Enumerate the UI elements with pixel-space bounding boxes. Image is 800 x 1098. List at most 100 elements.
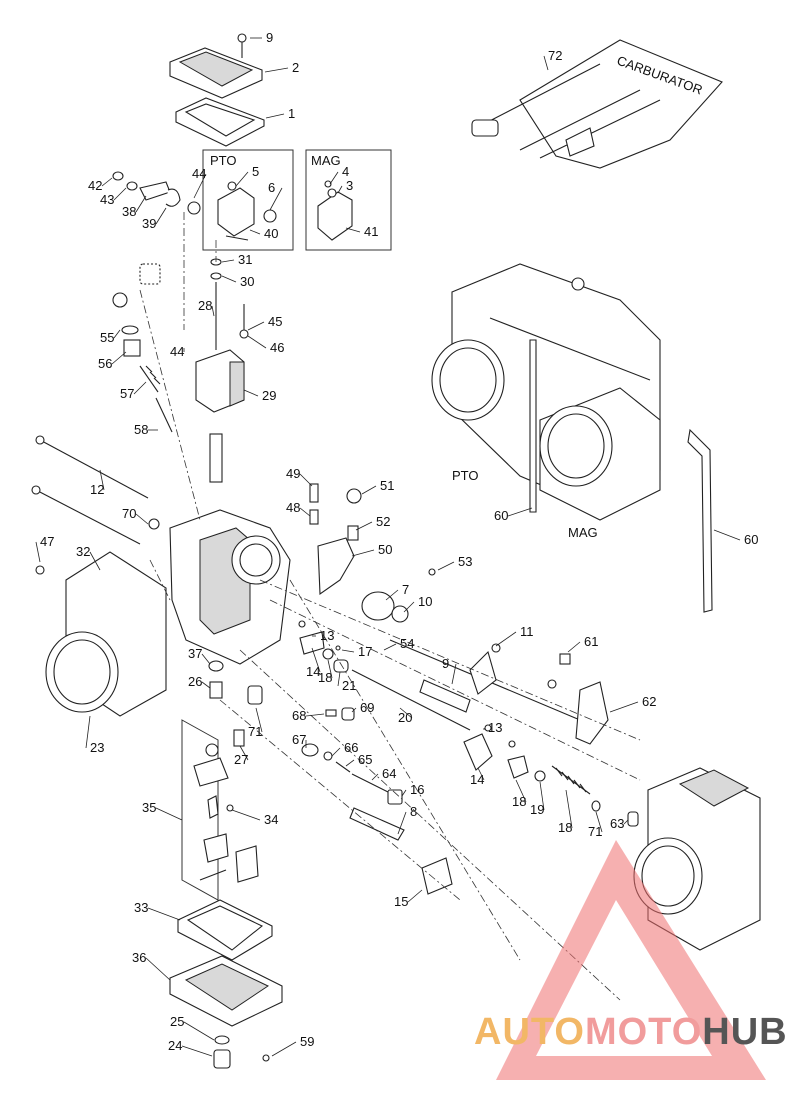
callout-number: 65 xyxy=(358,752,372,767)
callout-number: 67 xyxy=(292,732,306,747)
callout-number: 20 xyxy=(398,710,412,725)
callout-number: 11 xyxy=(520,624,534,639)
callout-number: 55 xyxy=(100,330,114,345)
part-jets xyxy=(208,660,263,747)
callout-number: 46 xyxy=(270,340,284,355)
part-rods xyxy=(351,669,471,731)
callout-leader xyxy=(623,819,629,825)
callout-leader xyxy=(407,889,423,903)
callout-leader xyxy=(437,561,455,571)
callout-number: 26 xyxy=(188,674,202,689)
callout-number: 71 xyxy=(588,824,602,839)
part-15 xyxy=(421,857,453,895)
callout-number: 38 xyxy=(122,204,136,219)
callout-leader xyxy=(99,469,105,491)
callout-leader xyxy=(221,259,235,263)
callout-number: 60 xyxy=(744,532,758,547)
part-right-bracket xyxy=(547,653,609,745)
callout-leader xyxy=(397,811,407,835)
callout-leader xyxy=(385,589,399,601)
part-mag-lever xyxy=(317,180,353,241)
callout-number: 54 xyxy=(400,636,414,651)
callout-number: 31 xyxy=(238,252,252,267)
callout-leader xyxy=(311,647,321,673)
callout-number: 70 xyxy=(122,506,136,521)
callout-leader xyxy=(135,513,149,525)
callout-leader xyxy=(477,767,485,781)
callout-number: 4 xyxy=(342,164,349,179)
callout-leader xyxy=(247,321,265,331)
callout-number: 52 xyxy=(376,514,390,529)
callout-number: 28 xyxy=(198,298,212,313)
callout-leader xyxy=(299,473,313,487)
callout-number: 60 xyxy=(494,508,508,523)
callout-leader xyxy=(515,779,527,803)
svg-text:AUTOMOTOHUB: AUTOMOTOHUB xyxy=(474,1011,788,1053)
callout-leader xyxy=(265,113,285,119)
pto-assembly-label: PTO xyxy=(452,468,479,483)
callout-leader xyxy=(147,907,181,921)
mag-box xyxy=(305,149,392,251)
callout-number: 71 xyxy=(248,724,262,739)
part-left-linkage xyxy=(112,171,201,215)
callout-leader xyxy=(337,185,343,194)
part-long-screws xyxy=(31,435,149,545)
callout-leader xyxy=(713,529,741,541)
callout-number: 61 xyxy=(584,634,598,649)
callout-number: 18 xyxy=(558,820,572,835)
part-top-linkage xyxy=(309,483,436,596)
callout-leader xyxy=(133,381,147,395)
callout-number: 53 xyxy=(458,554,472,569)
callout-number: 12 xyxy=(90,482,104,497)
part-idle-screw-set xyxy=(301,743,405,841)
callout-leader xyxy=(111,351,127,365)
part-intake-adapter xyxy=(35,551,167,717)
callout-leader xyxy=(355,521,373,531)
assembly-dash-lines xyxy=(139,212,641,1001)
callout-number: 23 xyxy=(90,740,104,755)
callout-leader xyxy=(264,67,289,73)
callout-leader xyxy=(135,195,147,213)
watermark-text-auto: AUTO xyxy=(474,1011,585,1053)
callout-leader xyxy=(35,541,41,563)
parts-layer: CARBURATOR xyxy=(31,33,761,1069)
callout-leader xyxy=(271,1041,297,1057)
part-top-cover xyxy=(169,33,265,147)
callout-leader xyxy=(181,1045,213,1057)
callout-number: 56 xyxy=(98,356,112,371)
callout-number: 47 xyxy=(40,534,54,549)
callout-leader xyxy=(235,171,249,187)
part-assembled-carbs xyxy=(431,263,713,613)
callout-leader xyxy=(345,759,355,767)
callout-number: 40 xyxy=(264,226,278,241)
callout-number: 37 xyxy=(188,646,202,661)
callout-leader xyxy=(401,789,407,797)
callout-leader xyxy=(361,485,377,495)
callout-leader xyxy=(539,781,545,811)
callout-number: 24 xyxy=(168,1038,182,1053)
callout-number: 8 xyxy=(410,804,417,819)
callout-number: 13 xyxy=(488,720,502,735)
callout-number: 69 xyxy=(360,700,374,715)
callout-number: 9 xyxy=(266,30,273,45)
callout-leader xyxy=(239,745,249,761)
callout-number: 27 xyxy=(234,752,248,767)
callout-number: 72 xyxy=(548,48,562,63)
callout-number: 3 xyxy=(346,178,353,193)
callout-number: 19 xyxy=(530,802,544,817)
callout-number: 18 xyxy=(318,670,332,685)
callout-leader xyxy=(255,707,263,733)
callout-leader xyxy=(249,229,261,235)
callout-leader xyxy=(609,701,639,713)
callout-number: 44 xyxy=(170,344,184,359)
part-float-assembly xyxy=(181,719,259,901)
callout-leader xyxy=(399,707,413,719)
callout-number: 2 xyxy=(292,60,299,75)
callout-number: 1 xyxy=(288,106,295,121)
callout-leader xyxy=(145,957,171,981)
callout-number: 50 xyxy=(378,542,392,557)
callout-leader xyxy=(565,789,573,829)
callout-number: 18 xyxy=(512,794,526,809)
callout-number: 16 xyxy=(410,782,424,797)
callout-leader xyxy=(567,641,581,653)
